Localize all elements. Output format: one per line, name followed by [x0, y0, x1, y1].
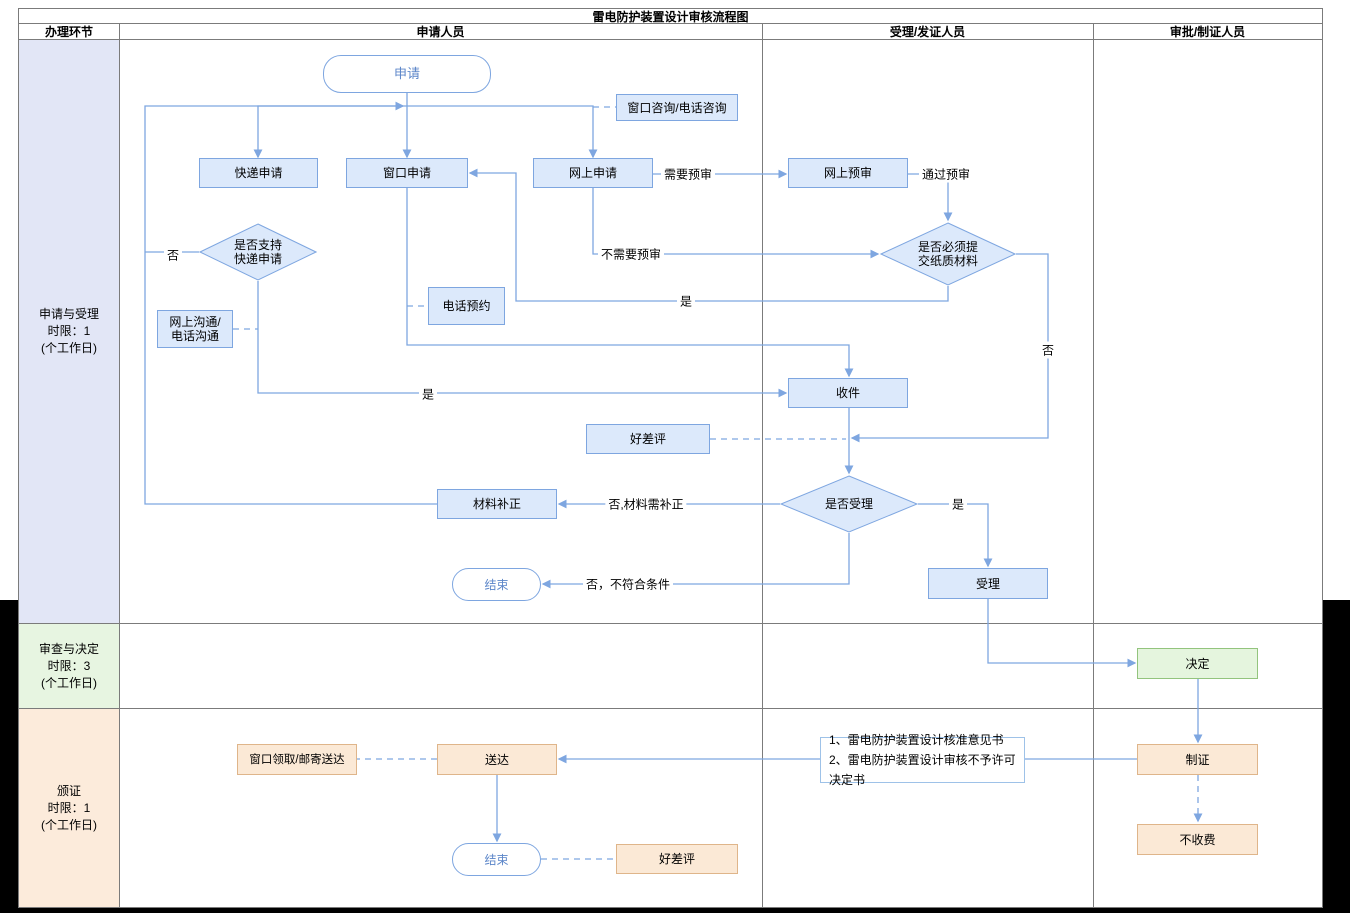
column-header-applicant: 申请人员 [416, 25, 465, 39]
edge-label-accept-no-fix: 否,材料需补正 [605, 495, 687, 513]
column-header-approver: 审批/制证人员 [1169, 25, 1246, 39]
edge-label-express-no: 否 [163, 246, 183, 264]
node-pickup-note: 窗口领取/邮寄送达 [237, 744, 357, 775]
node-consult-note: 窗口咨询/电话咨询 [616, 94, 738, 121]
column-header-step: 办理环节 [44, 25, 93, 39]
node-end-bottom: 结束 [452, 843, 541, 876]
decision-paper-required: 是否必须提 交纸质材料 [880, 222, 1016, 286]
node-material-fix: 材料补正 [437, 489, 557, 519]
node-receive: 收件 [788, 378, 908, 408]
edge-label-express-yes: 是 [418, 385, 438, 403]
node-rating-bottom: 好差评 [616, 844, 738, 874]
node-decide: 决定 [1137, 648, 1258, 679]
node-express-apply: 快递申请 [199, 158, 318, 188]
lane-label-review-decide: 审查与决定 时限：3 (个工作日) [19, 624, 119, 708]
node-online-comm: 网上沟通/ 电话沟通 [157, 310, 233, 348]
node-window-apply: 窗口申请 [346, 158, 468, 188]
edge-label-paper-yes: 是 [676, 292, 696, 310]
lane-label-issue-cert: 颁证 时限：1 (个工作日) [19, 709, 119, 907]
node-no-fee: 不收费 [1137, 824, 1258, 855]
column-header-acceptor: 受理/发证人员 [889, 25, 966, 39]
diagram-title: 雷电防护装置设计审核流程图 [592, 9, 749, 24]
node-deliver: 送达 [437, 744, 557, 775]
edge-label-need-prereview: 需要预审 [660, 165, 716, 183]
node-end-top: 结束 [452, 568, 541, 601]
grid-line [762, 23, 763, 907]
grid-line [119, 23, 120, 907]
lane-label-apply-accept: 申请与受理 时限：1 (个工作日) [19, 40, 119, 623]
decision-support-express: 是否支持 快递申请 [199, 223, 317, 281]
decision-accept: 是否受理 [780, 475, 918, 533]
node-accept: 受理 [928, 568, 1048, 599]
grid-line [19, 23, 1322, 24]
swimlane-table: 雷电防护装置设计审核流程图 办理环节 申请人员 受理/发证人员 审批/制证人员 … [18, 8, 1323, 908]
note-cert-documents: 1、雷电防护装置设计核准意见书 2、雷电防护装置设计审核不予许可决定书 [820, 733, 1025, 787]
node-rating-top: 好差评 [586, 424, 710, 454]
grid-line [19, 623, 1322, 624]
node-online-prereview: 网上预审 [788, 158, 908, 188]
edge-label-accept-reject: 否，不符合条件 [582, 575, 674, 593]
grid-line [1093, 23, 1094, 907]
grid-line [19, 39, 1322, 40]
edge-label-paper-no: 否 [1038, 341, 1058, 359]
node-make-cert: 制证 [1137, 744, 1258, 775]
node-phone-appointment: 电话预约 [428, 287, 505, 325]
node-start-apply: 申请 [323, 55, 491, 93]
edge-label-pass-prereview: 通过预审 [918, 165, 974, 183]
grid-line [19, 708, 1322, 709]
edge-label-accept-yes: 是 [948, 495, 968, 513]
edge-label-no-prereview: 不需要预审 [597, 245, 665, 263]
node-online-apply: 网上申请 [533, 158, 653, 188]
